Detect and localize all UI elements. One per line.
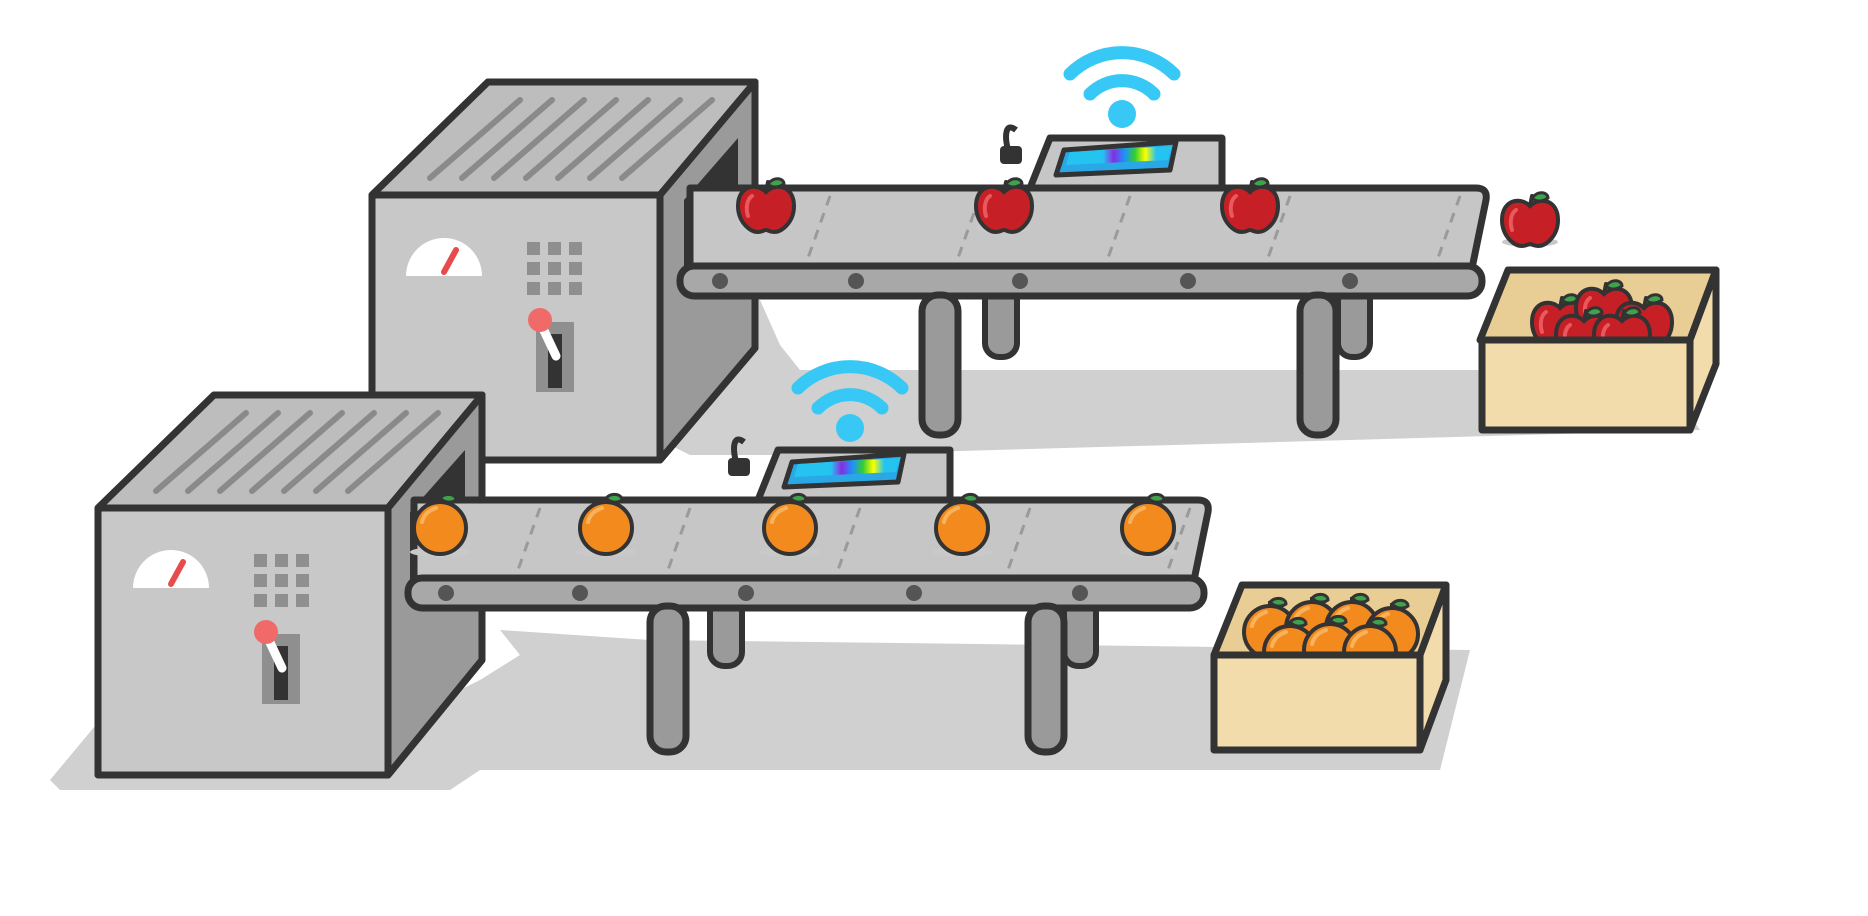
belt-leg bbox=[1296, 291, 1340, 439]
apple-icon bbox=[974, 176, 1034, 235]
scanner-device bbox=[728, 436, 954, 504]
machine bbox=[94, 391, 486, 779]
gauge-icon bbox=[133, 550, 209, 588]
apple-icon bbox=[1500, 190, 1560, 249]
orange-line bbox=[50, 367, 1470, 790]
crate-of-oranges bbox=[1210, 581, 1450, 754]
wifi-icon bbox=[1070, 53, 1174, 128]
lever-icon bbox=[254, 620, 300, 704]
apple-icon bbox=[1220, 176, 1280, 235]
gauge-icon bbox=[406, 238, 482, 276]
belt-leg bbox=[646, 602, 690, 756]
keypad-icon bbox=[527, 242, 582, 295]
belt-leg bbox=[1024, 602, 1068, 756]
conveyor-belt bbox=[676, 184, 1490, 300]
apple-icon bbox=[736, 176, 796, 235]
apple-line bbox=[368, 53, 1720, 464]
crate-of-apples bbox=[1476, 266, 1720, 434]
lever-icon bbox=[528, 308, 574, 392]
belt-leg bbox=[918, 291, 962, 439]
scanner-device bbox=[1000, 124, 1226, 192]
keypad-icon bbox=[254, 554, 309, 607]
